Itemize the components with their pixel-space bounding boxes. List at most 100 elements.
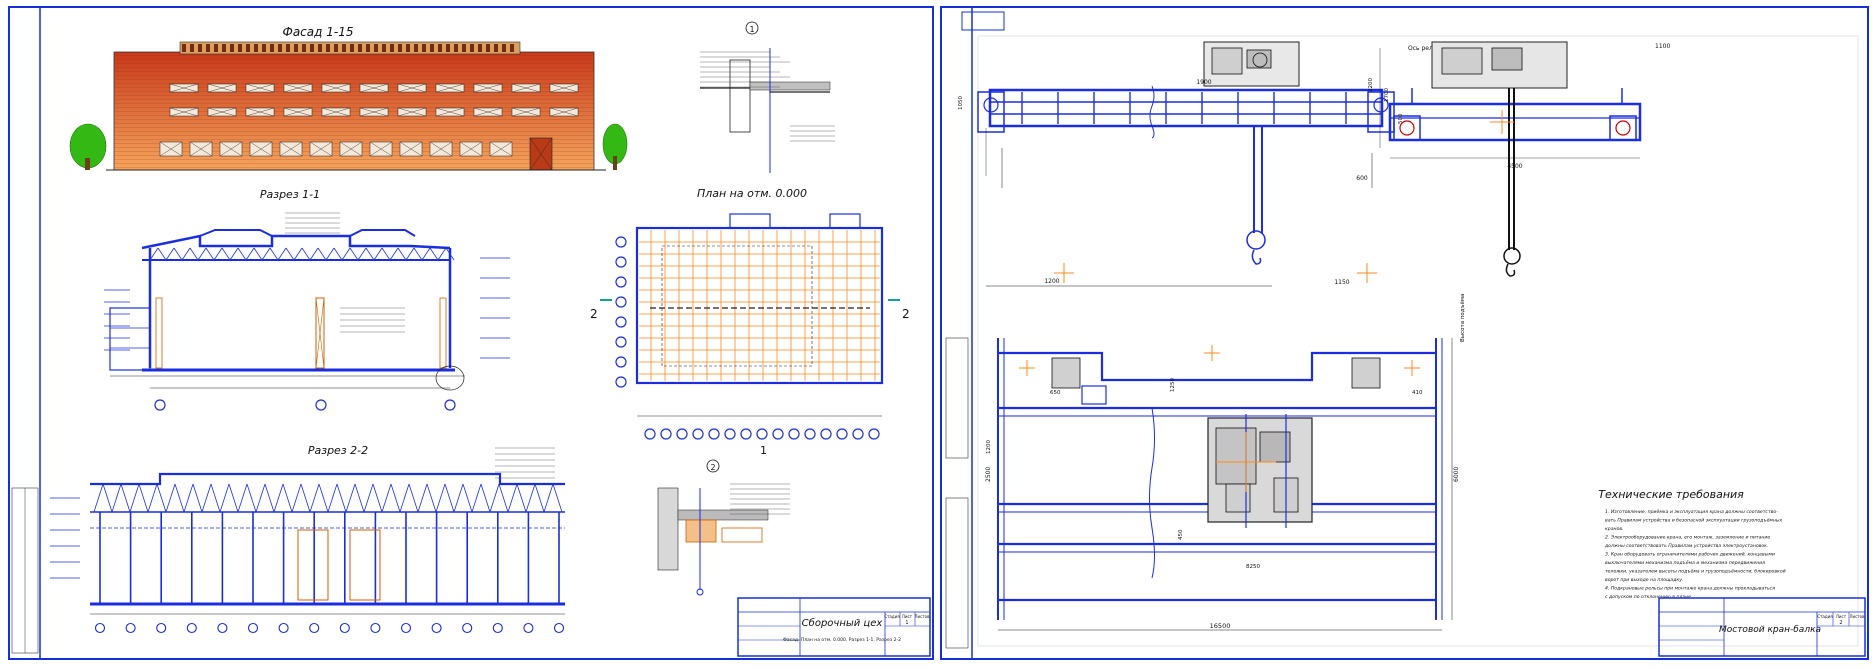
truss-member <box>318 483 329 513</box>
axis-marker <box>217 622 228 634</box>
axis-marker <box>553 622 565 634</box>
window-cross <box>207 107 237 117</box>
title-block-2-sheet-label: Лист <box>1836 614 1847 619</box>
plan-inner-outline <box>661 245 813 367</box>
parapet-block <box>318 44 322 52</box>
truss-member <box>102 483 113 513</box>
truss-member <box>277 247 287 261</box>
axis-marker <box>852 428 864 440</box>
truss-member <box>111 483 122 513</box>
axis-marker <box>788 428 800 440</box>
dim-width-mid: 2500 <box>985 467 992 482</box>
parapet-block <box>470 44 474 52</box>
truss-member <box>246 483 257 513</box>
window-cross <box>359 107 389 117</box>
truss-member <box>397 247 407 261</box>
parapet-block <box>398 44 402 52</box>
truss-member <box>498 483 509 513</box>
axis-marker <box>615 336 627 348</box>
sheet-1-canvas: Фасад 1-15 Разрез 1-1 <box>11 8 931 658</box>
truss-member <box>341 247 351 261</box>
parapet-block <box>350 44 354 52</box>
dim-small-4: 450 <box>1178 529 1184 540</box>
tech-line: должны соответствовать Правилам устройст… <box>1604 543 1768 549</box>
parapet-block <box>486 44 490 52</box>
window-cross <box>339 141 363 157</box>
truss-member <box>309 247 319 261</box>
window-cross <box>473 107 503 117</box>
section-1-1-drawing: Разрез 1-1 <box>104 188 510 411</box>
window-cross <box>459 141 483 157</box>
truss-member <box>293 247 303 261</box>
parapet-block <box>334 44 338 52</box>
dim-height-small: 500 <box>1398 113 1404 124</box>
window-cross <box>279 141 303 157</box>
truss-member <box>197 247 207 261</box>
truss-member <box>333 247 343 261</box>
truss-member <box>317 247 327 261</box>
axis-marker <box>156 622 167 634</box>
dim-base: 4500 <box>1507 163 1522 170</box>
axis-marker <box>676 428 688 440</box>
dim-hook-right: 1150 <box>1334 279 1349 286</box>
truss-member <box>354 483 365 513</box>
parapet-block <box>326 44 330 52</box>
detail-mark-1: 1 <box>749 25 754 34</box>
window-cross <box>435 107 465 117</box>
parapet-block <box>446 44 450 52</box>
window-cross <box>169 107 199 117</box>
parapet-block <box>358 44 362 52</box>
truss-member <box>417 483 428 513</box>
parapet-block <box>510 44 514 52</box>
truss-member <box>534 483 545 513</box>
parapet-block <box>262 44 266 52</box>
parapet-block <box>342 44 346 52</box>
truss-member <box>273 483 284 513</box>
dim-height-left: 2200 <box>1368 78 1374 92</box>
truss-member <box>435 483 446 513</box>
truss-member <box>373 247 383 261</box>
section-mark-right: 2 <box>902 307 910 321</box>
parapet-block <box>454 44 458 52</box>
truss-member <box>453 483 464 513</box>
axis-marker <box>692 428 704 440</box>
truss-member <box>405 247 415 261</box>
truss-member <box>255 483 266 513</box>
plan-title: План на отм. 0.000 <box>697 187 807 200</box>
tech-line: 1. Изготовление, приёмка и эксплуатация … <box>1605 509 1778 515</box>
truss-member <box>149 247 159 261</box>
sheet-2-canvas: 1200 1150 1900 600 1050 Ось рельса <box>945 8 1866 658</box>
axis-marker <box>94 622 106 634</box>
title-block-1: Сборочный цех Фасад. План на отм. 0.000.… <box>737 597 931 657</box>
parapet-block <box>190 44 194 52</box>
window-cross <box>435 83 465 93</box>
parapet-block <box>230 44 234 52</box>
title-block-2-sheets-label: Листов <box>1850 614 1866 619</box>
parapet-block <box>222 44 226 52</box>
truss-member <box>93 483 104 513</box>
drawing-sheet-1: Фасад 1-15 Разрез 1-1 <box>8 6 934 660</box>
truss-member <box>205 247 215 261</box>
window-cross <box>249 141 273 157</box>
axis-marker <box>339 622 350 634</box>
window-cross <box>369 141 393 157</box>
truss-member <box>156 483 167 513</box>
truss-member <box>413 247 423 261</box>
truss-member <box>285 247 295 261</box>
floor-plan-drawing: План на отм. 0.000 2 2 1 <box>590 187 910 457</box>
tech-line: 4. Подкрановые рельсы при монтаже крана … <box>1605 586 1775 592</box>
truss-member <box>181 247 191 261</box>
truss-member <box>336 483 347 513</box>
axis-marker <box>804 428 816 440</box>
title-block-1-name: Сборочный цех <box>802 617 883 629</box>
axis-marker <box>644 428 656 440</box>
parapet-block <box>214 44 218 52</box>
dim-height-mid: 1700 <box>1384 88 1390 102</box>
truss-member <box>444 483 455 513</box>
parapet-block <box>278 44 282 52</box>
truss-member <box>201 483 212 513</box>
window-cross <box>489 141 513 157</box>
dim-span-half: 8250 <box>1246 564 1260 570</box>
tech-line: кранов. <box>1605 527 1624 532</box>
truss-member <box>219 483 230 513</box>
